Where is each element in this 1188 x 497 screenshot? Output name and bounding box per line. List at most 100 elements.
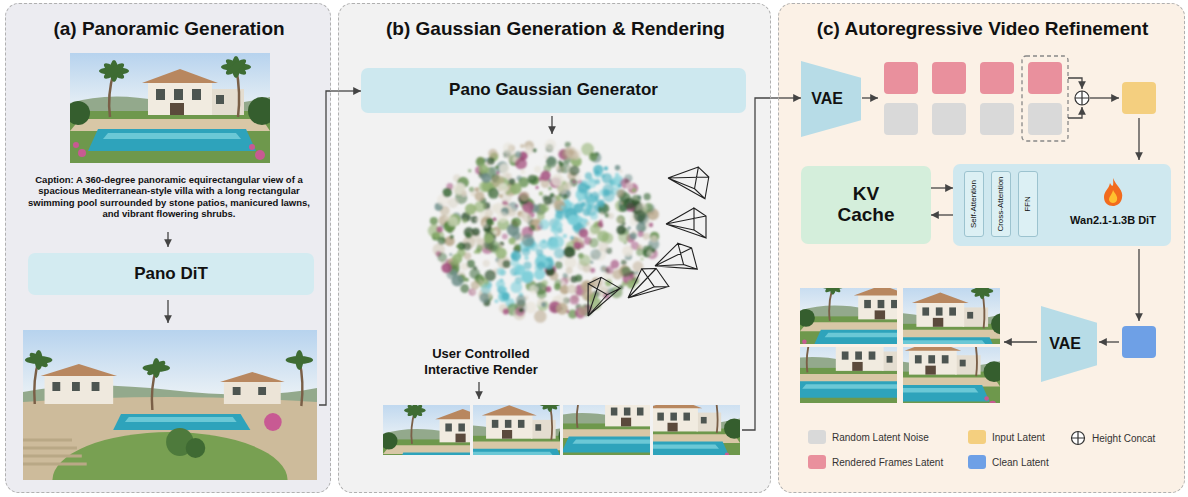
layer-label: FFN <box>1024 196 1032 212</box>
gaussian-splat <box>602 173 613 184</box>
dit-block: Wan2.1-1.3B DiTSelf-AttentionCross-Atten… <box>953 164 1171 246</box>
gaussian-splat <box>496 248 507 259</box>
flow-wire <box>319 91 331 405</box>
panorama-photo <box>23 330 317 497</box>
output-frame <box>848 328 1005 410</box>
gaussian-splat <box>574 242 581 249</box>
gaussian-splat <box>537 262 545 270</box>
box-label: KV Cache <box>830 184 902 226</box>
gaussian-splat <box>511 251 521 261</box>
gaussian-splat <box>539 240 548 249</box>
gaussian-splat <box>554 248 565 259</box>
flow-connector <box>931 187 953 188</box>
layer-box: FFN <box>1018 171 1038 237</box>
gaussian-splat <box>590 224 600 234</box>
illustration-part <box>884 62 918 94</box>
legend-label: Height Concat <box>1092 433 1155 444</box>
gaussian-splat <box>563 273 568 278</box>
legend-item: Rendered Frames Latent <box>808 455 943 469</box>
gaussian-splat <box>568 214 579 225</box>
gaussian-splat <box>554 200 565 211</box>
gaussian-splat <box>448 216 459 227</box>
gaussian-splat <box>552 220 563 231</box>
gaussian-splat <box>644 193 651 200</box>
gaussian-splat <box>536 249 543 256</box>
stage-panel: (a) Panoramic GenerationCaption: A 360-d… <box>5 3 331 493</box>
gaussian-splat <box>534 166 541 173</box>
flow-connector <box>931 214 953 215</box>
gaussian-splat <box>586 205 597 216</box>
gaussian-splat <box>522 247 531 256</box>
model-box: Pano Gaussian Generator <box>361 68 746 113</box>
step-label: User Controlled Interactive Render <box>411 346 551 377</box>
gaussian-splat <box>514 264 525 275</box>
gaussian-splat <box>575 275 582 282</box>
gaussian-splat <box>561 205 565 209</box>
gaussian-splat <box>430 217 438 225</box>
gaussian-splat <box>544 155 548 159</box>
gaussian-splat <box>563 234 568 239</box>
gaussian-splat <box>469 187 474 192</box>
gaussian-splat <box>590 249 601 260</box>
gaussian-splat <box>648 223 653 228</box>
concat-symbol <box>1072 432 1085 445</box>
gaussian-splat <box>497 268 505 276</box>
legend-swatch <box>808 430 826 444</box>
gaussian-splat <box>537 290 547 300</box>
gaussian-splat <box>617 215 625 223</box>
gaussian-splat <box>578 306 588 316</box>
gaussian-splat <box>585 172 592 179</box>
gaussian-splat <box>600 212 603 215</box>
illustration-part <box>932 103 966 135</box>
gaussian-splat <box>476 245 483 252</box>
gaussian-splat <box>615 165 621 171</box>
illustration-part <box>884 103 918 135</box>
illustration-part <box>980 62 1014 94</box>
gaussian-splat <box>640 257 644 261</box>
gaussian-splat <box>481 173 491 183</box>
gaussian-splat <box>542 280 548 286</box>
gaussian-splat <box>618 184 622 188</box>
gaussian-splat <box>544 143 547 146</box>
gaussian-splat <box>595 179 600 184</box>
gaussian-splat <box>579 228 589 238</box>
concat-symbol <box>1072 432 1085 445</box>
gaussian-splat <box>453 271 457 275</box>
panel-ground <box>338 3 771 493</box>
illustration-part <box>932 62 966 94</box>
gaussian-splat <box>471 289 476 294</box>
gaussian-splat <box>479 280 483 284</box>
gaussian-splat <box>519 308 524 313</box>
stage-panel: (c) Autoregressive Video RefinementVAEKV… <box>778 3 1185 493</box>
gaussian-splat <box>493 217 497 221</box>
gaussian-splat <box>556 210 566 220</box>
gaussian-splat <box>508 237 515 244</box>
gaussian-splat <box>516 295 526 305</box>
gaussian-splat <box>445 216 449 220</box>
illustration-part <box>1028 103 1062 135</box>
gaussian-splat <box>579 254 591 266</box>
legend-swatch <box>808 455 826 469</box>
gaussian-splat <box>496 280 505 289</box>
model-name: Wan2.1-1.3B DiT <box>1061 214 1165 227</box>
gaussian-splat <box>587 196 595 204</box>
gaussian-splat <box>450 235 454 239</box>
gaussian-splat <box>460 284 469 293</box>
gaussian-splat <box>597 200 605 208</box>
gaussian-splat <box>621 260 627 266</box>
gaussian-splat <box>616 225 625 234</box>
gaussian-splat <box>541 302 546 307</box>
clean-latent <box>1122 326 1156 358</box>
gaussian-splat <box>572 180 576 184</box>
gaussian-splat <box>497 212 508 223</box>
gaussian-splat <box>555 210 563 218</box>
gaussian-splat <box>488 149 497 158</box>
gaussian-splat <box>578 183 589 194</box>
model-box: Pano DiT <box>28 253 314 295</box>
flow-wire <box>742 98 771 430</box>
gaussian-splat <box>589 238 599 248</box>
legend-item: Clean Latent <box>968 455 1049 469</box>
gaussian-splat <box>515 151 521 157</box>
flame-icon <box>1102 178 1124 206</box>
gaussian-splat <box>612 269 622 279</box>
